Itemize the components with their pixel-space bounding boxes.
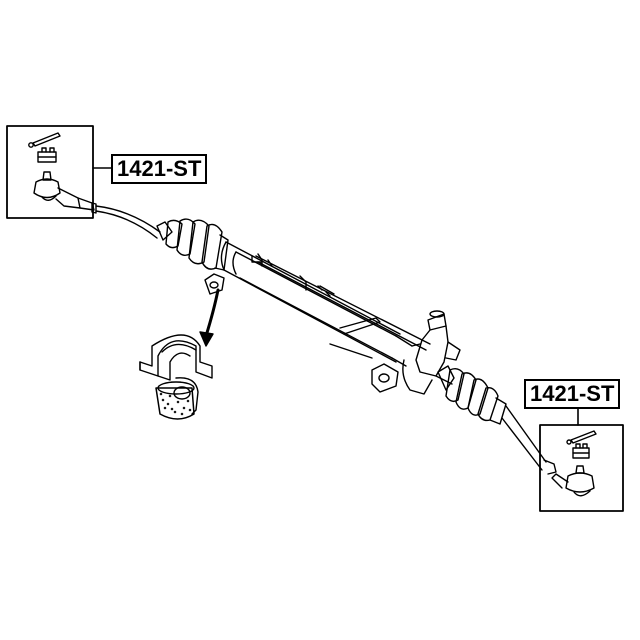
rubber-bushing-icon — [155, 377, 199, 420]
part-number-label-top: 1421-ST — [111, 154, 208, 184]
clamp-arrow-icon — [199, 288, 220, 347]
clamp-bracket-icon — [139, 334, 213, 381]
tie-rod-end-icon — [33, 171, 95, 211]
callout-box-top — [6, 125, 94, 219]
cotter-pin-icon-right — [566, 430, 597, 445]
right-boot — [437, 365, 507, 425]
castle-nut-icon-right — [572, 443, 590, 459]
tie-rod-end-icon-right — [551, 465, 595, 497]
right-tie-rod — [501, 405, 557, 475]
cotter-pin-icon — [28, 132, 61, 148]
pinion-valve-housing — [371, 310, 461, 395]
part-number-label-right: 1421-ST — [524, 379, 621, 409]
left-tie-rod — [91, 202, 161, 239]
rack-housing — [204, 241, 431, 363]
callout-box-right — [539, 424, 624, 512]
left-boot — [156, 218, 229, 271]
castle-nut-icon — [37, 147, 57, 163]
